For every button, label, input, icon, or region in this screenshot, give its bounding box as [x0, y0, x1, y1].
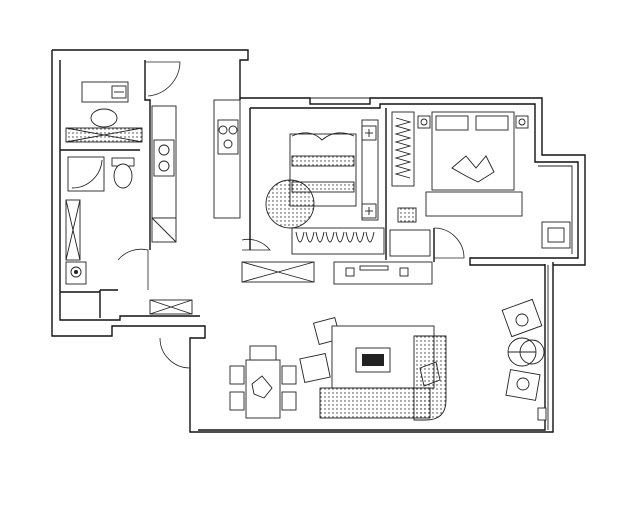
sink-basin	[90, 108, 118, 128]
dining-area	[229, 345, 297, 419]
chair-right-1	[281, 365, 297, 385]
second-bedroom-door	[433, 227, 465, 259]
sofa-chaise	[413, 335, 447, 421]
chair-top	[249, 345, 277, 361]
bathroom	[60, 60, 181, 318]
headboard	[361, 119, 379, 221]
chair-left-1	[229, 365, 245, 385]
bathroom-door	[117, 248, 149, 290]
armchair-left	[299, 353, 331, 383]
sofa	[319, 387, 431, 419]
shelf	[333, 261, 433, 285]
master-bedroom-door	[241, 239, 271, 251]
living-room	[299, 298, 547, 421]
desk	[397, 207, 417, 223]
wardrobe-closet	[291, 227, 385, 255]
chair-left-2	[229, 391, 245, 411]
bed-throw	[451, 155, 495, 183]
bathroom-entry-door	[145, 61, 181, 97]
kitchen	[149, 105, 193, 369]
round-rug	[265, 179, 315, 229]
dresser	[391, 111, 415, 187]
dining-table	[245, 359, 281, 419]
wardrobe	[213, 99, 241, 219]
toilet	[113, 163, 133, 189]
second-bedroom	[389, 111, 529, 262]
nightstand	[417, 115, 431, 129]
chair-right-2	[281, 391, 297, 411]
bedroom-cabinet	[389, 229, 431, 257]
exterior-walls	[51, 49, 586, 433]
main-entrance-door	[159, 337, 191, 369]
master-bedroom	[241, 108, 433, 285]
corridor-storage	[213, 99, 271, 251]
shower-tray	[67, 156, 105, 192]
bay-window	[538, 165, 573, 254]
